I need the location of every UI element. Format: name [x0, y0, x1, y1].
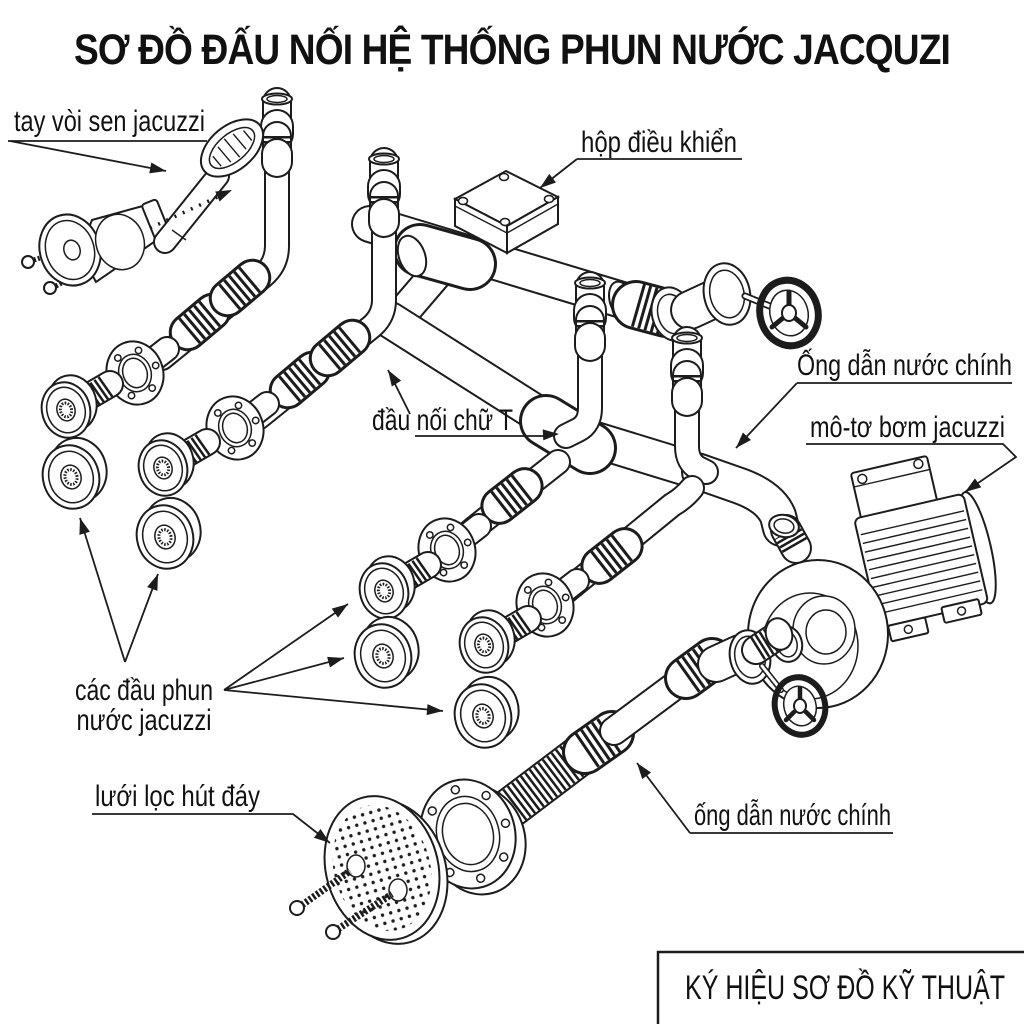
- page-title: SƠ ĐỒ ĐẤU NỐI HỆ THỐNG PHUN NƯỚC JACQUZI: [74, 25, 951, 74]
- pump-top-port: [768, 513, 812, 564]
- riser-pipe-2: [245, 154, 399, 431]
- label-main-pipe-upper: Ống dẫn nước chính: [731, 348, 1012, 452]
- jet-branch-4: [545, 475, 705, 611]
- label-pump-motor: mô-tơ bơm jacuzzi: [806, 411, 1018, 497]
- pump-assembly: [747, 455, 997, 709]
- label-t-connector: đầu nối chữ T: [372, 367, 560, 441]
- bottom-suction-line: [484, 617, 829, 833]
- label-text: lưới lọc hút đáy: [95, 780, 260, 813]
- bottom-strainer-disc: [323, 795, 449, 945]
- riser-pipe-4: [672, 333, 719, 485]
- label-text: mô-tơ bơm jacuzzi: [810, 411, 1005, 444]
- valve-handwheel: [756, 276, 822, 350]
- label-text-line2: nước jacuzzi: [77, 704, 212, 737]
- shower-handle-assembly: [21, 118, 264, 295]
- control-box: [452, 169, 561, 255]
- strainer-assembly: [289, 778, 527, 945]
- valve-handwheel: [771, 674, 829, 738]
- pump-motor: [850, 455, 997, 643]
- title-text: SƠ ĐỒ ĐẤU NỐI HỆ THỐNG PHUN NƯỚC JACQUZI: [74, 25, 950, 74]
- label-bottom-strainer: lưới lọc hút đáy: [92, 780, 334, 848]
- label-text-line1: các đầu phun: [75, 674, 213, 707]
- gate-valve-upper: [608, 262, 822, 350]
- label-shower-handle: tay vòi sen jacuzzi: [8, 105, 207, 177]
- riser-pipe-1: [149, 94, 292, 371]
- legend-text: KÝ HIỆU SƠ ĐỒ KỸ THUẬT: [685, 969, 1005, 1007]
- riser-pipe-3: [553, 278, 605, 449]
- label-text: hộp điều khiển: [581, 126, 737, 159]
- label-text: đầu nối chữ T: [372, 404, 513, 437]
- pump-volute: [747, 559, 889, 709]
- label-text: tay vòi sen jacuzzi: [14, 105, 205, 138]
- label-main-pipe-lower: ống dẫn nước chính: [632, 759, 893, 834]
- label-text: ống dẫn nước chính: [694, 799, 891, 832]
- shower-handle-loop: [200, 118, 264, 178]
- label-text: Ống dẫn nước chính: [797, 348, 1012, 382]
- motor-feet: [887, 598, 983, 643]
- gate-valve-lower: [697, 617, 829, 738]
- label-jets: các đầu phun nước jacuzzi: [74, 516, 444, 737]
- strainer-screws: [289, 868, 394, 940]
- legend-box: KÝ HIỆU SƠ ĐỒ KỸ THUẬT: [656, 950, 1024, 1024]
- label-control-box: hộp điều khiển: [536, 126, 742, 193]
